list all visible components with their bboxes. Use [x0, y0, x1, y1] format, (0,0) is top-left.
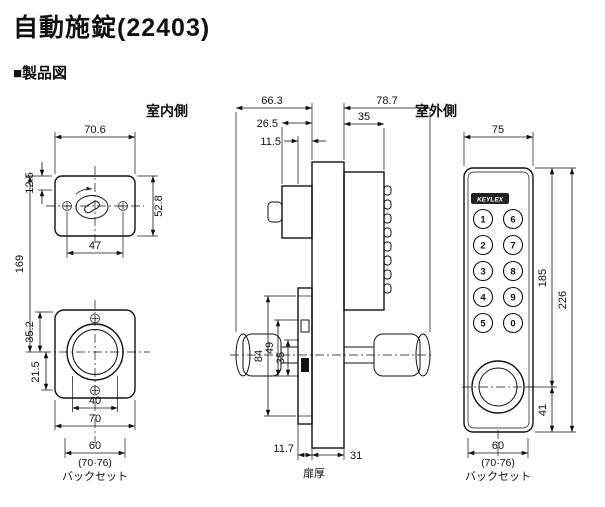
dim-front-offset: 11.7: [273, 443, 294, 455]
outdoor-backset-label: バックセット: [465, 470, 531, 483]
dim-indoor-plate-height: 52.8: [153, 195, 165, 216]
side-view: 66.3 26.5 11.5 78.7 35 84 49 35: [230, 95, 434, 480]
section-heading: ■製品図: [13, 65, 68, 82]
dim-rose-width: 70: [89, 413, 101, 425]
dim-indoor-backset-option: (70·76): [78, 457, 112, 469]
outdoor-knob-ring: [471, 360, 525, 414]
brand-plate: [471, 193, 509, 204]
dim-indoor-body-depth: 26.5: [257, 118, 278, 130]
side-outdoor-unit: [343, 171, 385, 311]
keypad-body-inner: [467, 171, 530, 429]
indoor-backset-label: バックセット: [62, 470, 128, 483]
side-keypad-buttons: [383, 185, 392, 294]
dim-indoor-plate-width: 70.6: [84, 124, 105, 136]
key-4: 4: [480, 293, 486, 304]
dim-faceplate-mid: 35: [275, 352, 287, 364]
latch-bolt: [300, 319, 310, 333]
dim-screw-pitch: 47: [89, 240, 101, 252]
dim-knob-height: 41: [537, 404, 549, 416]
dim-keypad-height: 185: [537, 269, 549, 287]
key-6: 6: [510, 215, 515, 226]
dim-indoor-depth: 66.3: [261, 95, 282, 107]
keypad-buttons: 1 6 2 7 3 8 4 9 5 0: [472, 208, 524, 334]
dim-outdoor-body-depth: 35: [358, 111, 370, 123]
key-3: 3: [480, 267, 485, 278]
dim-faceplate-height: 84: [253, 350, 265, 362]
dim-hole-width: 40: [89, 395, 101, 407]
key-7: 7: [510, 241, 515, 252]
key-9: 9: [510, 293, 515, 304]
thumbturn-icon: [75, 186, 109, 219]
key-5: 5: [480, 319, 486, 330]
dim-outdoor-depth: 78.7: [376, 95, 397, 107]
dim-door-thickness: 31: [350, 450, 362, 462]
dim-outdoor-backset: 60: [492, 440, 504, 452]
page-title: 自動施錠(22403): [13, 14, 211, 42]
dim-indoor-backset: 60: [89, 440, 101, 452]
side-thumbturn: [267, 201, 283, 223]
indoor-view: 室内側: [14, 103, 188, 483]
outdoor-view: 室外側 KEYLEX 1 6 2 7 3 8 4 9 5 0: [415, 103, 576, 483]
key-0: 0: [510, 319, 515, 330]
dim-outdoor-width: 75: [492, 124, 504, 136]
dim-faceplate-upper: 49: [264, 342, 276, 354]
dim-overall-height: 169: [14, 255, 26, 273]
dim-outdoor-overall-height: 226: [557, 291, 569, 309]
outdoor-view-label: 室外側: [415, 103, 457, 119]
brand-label: KEYLEX: [477, 197, 504, 204]
door-section: [311, 161, 345, 449]
dim-rose-offset-bottom: 21.5: [30, 361, 42, 382]
dim-rose-offset-top: 35.2: [24, 321, 36, 342]
key-2: 2: [480, 241, 485, 252]
side-indoor-unit: [281, 185, 313, 239]
keypad-body: [463, 167, 534, 433]
dead-bolt: [301, 358, 309, 372]
indoor-view-label: 室内側: [146, 103, 188, 119]
dim-indoor-offset: 11.5: [260, 136, 281, 148]
key-8: 8: [510, 267, 515, 278]
faceplate: [297, 287, 313, 425]
key-1: 1: [480, 215, 486, 226]
dim-outdoor-backset-option: (70·76): [481, 457, 515, 469]
door-thickness-label: 扉厚: [303, 467, 325, 480]
